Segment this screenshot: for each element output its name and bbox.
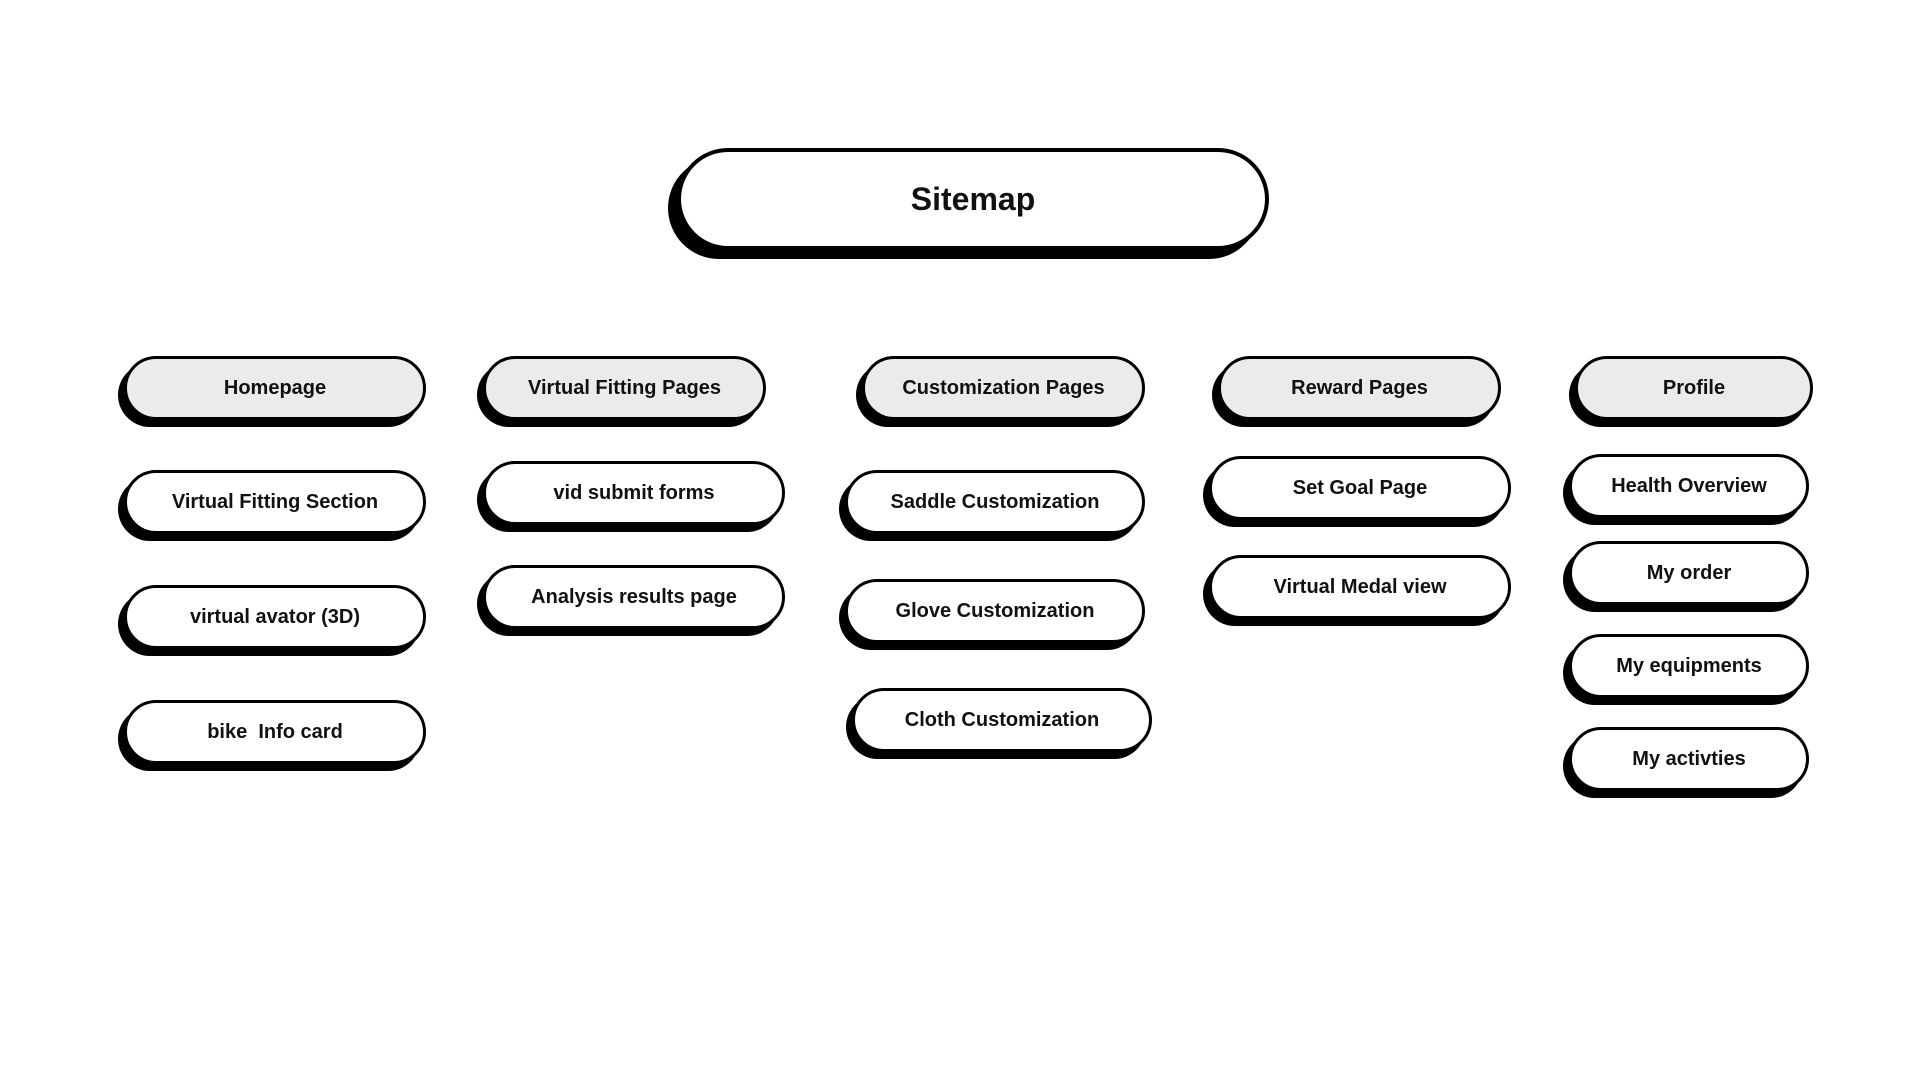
page-cloth-customization: Cloth Customization	[852, 688, 1152, 752]
page-glove-customization: Glove Customization	[845, 579, 1145, 643]
page-bike-info-card: bike Info card	[124, 700, 426, 764]
page-virtual-fitting-section: Virtual Fitting Section	[124, 470, 426, 534]
section-reward-pages: Reward Pages	[1218, 356, 1501, 420]
section-virtual-fitting-pages: Virtual Fitting Pages	[483, 356, 766, 420]
page-saddle-customization: Saddle Customization	[845, 470, 1145, 534]
page-vid-submit-forms: vid submit forms	[483, 461, 785, 525]
page-virtual-medal-view: Virtual Medal view	[1209, 555, 1511, 619]
page-set-goal: Set Goal Page	[1209, 456, 1511, 520]
section-profile: Profile	[1575, 356, 1813, 420]
page-health-overview: Health Overview	[1569, 454, 1809, 518]
page-my-activities: My activties	[1569, 727, 1809, 791]
page-virtual-avatar-3d: virtual avator (3D)	[124, 585, 426, 649]
page-my-order: My order	[1569, 541, 1809, 605]
section-homepage: Homepage	[124, 356, 426, 420]
page-my-equipments: My equipments	[1569, 634, 1809, 698]
section-customization-pages: Customization Pages	[862, 356, 1145, 420]
page-analysis-results: Analysis results page	[483, 565, 785, 629]
sitemap-root-node: Sitemap	[677, 148, 1269, 250]
